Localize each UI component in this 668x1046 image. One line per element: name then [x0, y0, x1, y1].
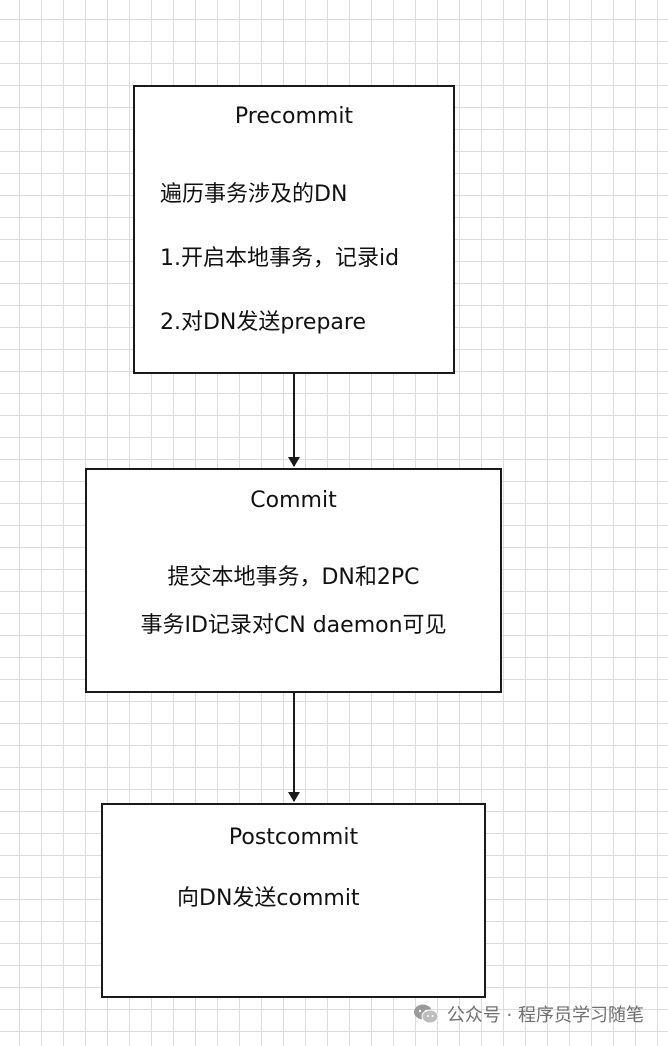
precommit-box: Precommit 遍历事务涉及的DN 1.开启本地事务，记录id 2.对DN发… [133, 85, 455, 374]
postcommit-box: Postcommit 向DN发送commit [101, 803, 486, 998]
wechat-icon [413, 1003, 439, 1025]
commit-line-2: 事务ID记录对CN daemon可见 [140, 613, 447, 638]
commit-line-1: 提交本地事务，DN和2PC [167, 565, 420, 590]
precommit-line-1: 遍历事务涉及的DN [160, 182, 348, 207]
commit-box: Commit 提交本地事务，DN和2PC 事务ID记录对CN daemon可见 [85, 468, 502, 693]
postcommit-title: Postcommit [228, 825, 359, 850]
watermark: 公众号 · 程序员学习随笔 [413, 1001, 644, 1027]
precommit-line-2: 1.开启本地事务，记录id [160, 246, 400, 271]
precommit-line-3: 2.对DN发送prepare [160, 310, 366, 335]
postcommit-line-1: 向DN发送commit [177, 886, 360, 911]
watermark-text: 公众号 · 程序员学习随笔 [446, 1005, 644, 1026]
precommit-title: Precommit [234, 104, 354, 129]
commit-title: Commit [250, 488, 337, 513]
